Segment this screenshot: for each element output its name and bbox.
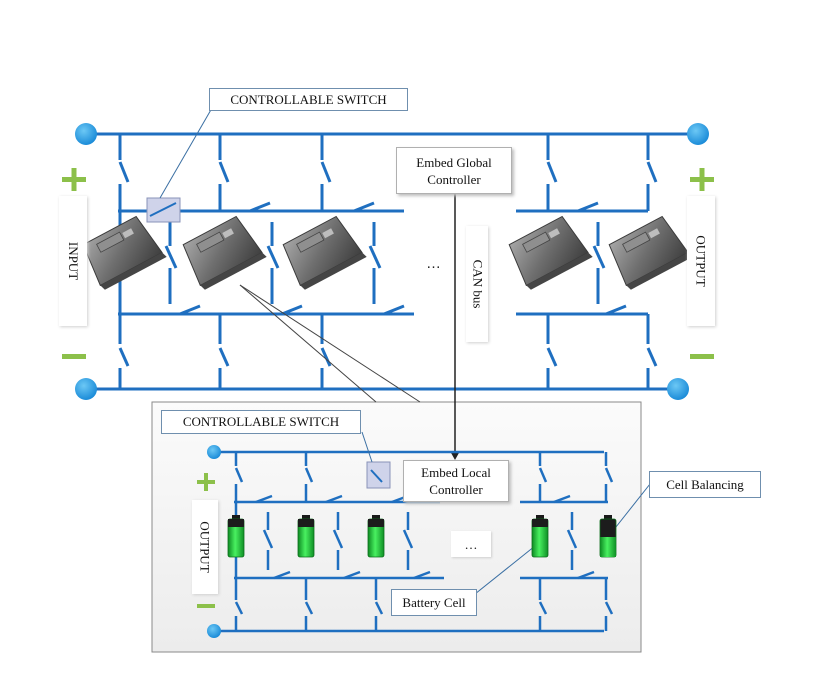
plus-icon [690,168,714,191]
battery-cell-icon [599,515,617,558]
battery-cell-icon [227,515,245,558]
cell-balancing-label: Cell Balancing [649,471,761,498]
global-controller-box: Embed Global Controller [396,147,512,194]
battery-cell-icon [297,515,315,558]
minus-icon [690,354,714,359]
battery-pack-icon [182,215,267,290]
terminal-node-icon [75,123,97,145]
controllable-switch-label-top: CONTROLLABLE SWITCH [209,88,408,111]
minus-icon [62,354,86,359]
local-controller-box: Embed Local Controller [403,460,509,502]
terminal-node-icon [667,378,689,400]
output-text-top: OUTPUT [694,235,709,287]
battery-cell-icon [531,515,549,558]
inset-callout-lines [361,431,651,599]
terminal-node-icon [207,624,221,638]
terminal-node-icon [75,378,97,400]
output-terminal-label-bottom: OUTPUT [192,500,218,594]
ellipsis-top: … [426,255,441,272]
output-text-bottom: OUTPUT [198,521,213,573]
battery-pack-icon [282,215,367,290]
battery-pack-icon [608,215,693,290]
callout-lines [159,107,213,199]
battery-pack-icon [508,215,593,290]
battery-pack-icon [82,215,167,290]
minus-icon [197,604,215,608]
ellipsis-bottom: … [451,531,491,557]
switch-icon [366,461,391,489]
can-bus-label: CAN bus [466,226,488,342]
inset-bus-network [214,450,614,633]
terminal-node-icon [207,445,221,459]
can-bus-text: CAN bus [470,259,486,309]
zoom-lines [239,284,421,403]
controllable-switch-label-bottom: CONTROLLABLE SWITCH [161,410,361,434]
plus-icon [197,473,215,491]
terminal-node-icon [687,123,709,145]
output-terminal-label-top: OUTPUT [687,196,715,326]
battery-cells [227,515,617,558]
battery-cell-icon [367,515,385,558]
input-terminal-label: INPUT [59,196,87,326]
battery-packs [82,215,693,290]
input-text: INPUT [66,241,81,281]
battery-cell-label: Battery Cell [391,589,477,616]
plus-icon [62,168,86,191]
top-bus-network [86,132,698,391]
